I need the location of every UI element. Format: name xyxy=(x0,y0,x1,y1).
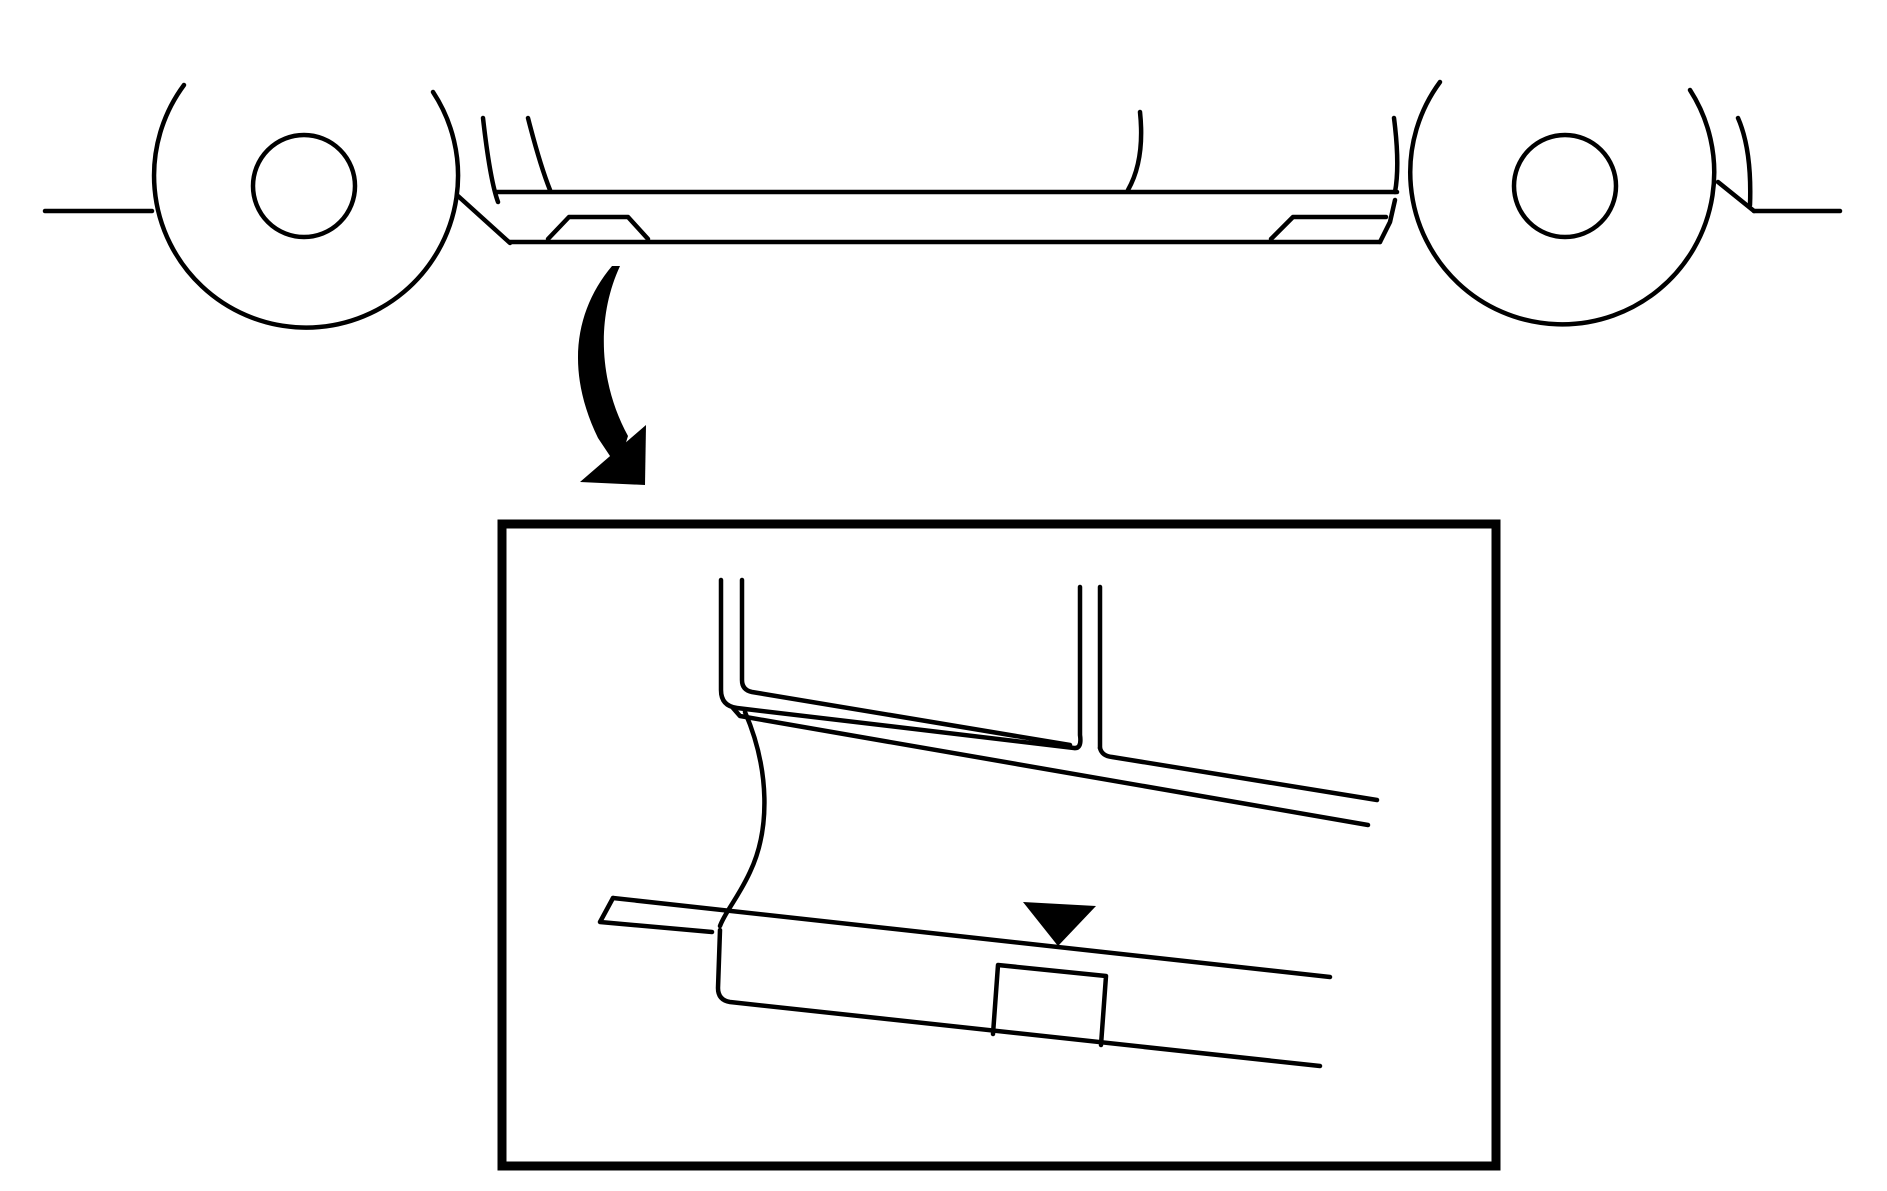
front-tire xyxy=(151,82,461,330)
jack-pad-front xyxy=(545,214,651,242)
rear-quarter-panel xyxy=(1735,115,1753,208)
jack-pad-rear xyxy=(1268,214,1389,242)
detail-sill-outer xyxy=(730,705,1371,828)
detail-door-inner xyxy=(739,577,1073,748)
rear-wheel xyxy=(1408,79,1717,327)
rear-fender-edge xyxy=(1391,115,1400,195)
curved-arrow xyxy=(577,266,646,485)
detail-rocker-body xyxy=(715,927,1323,1069)
rear-wheel-arch-lower xyxy=(1715,179,1757,214)
front-wheel xyxy=(151,82,461,330)
front-fender-edge xyxy=(480,115,501,205)
detail-door-outer xyxy=(718,577,1083,751)
rocker-panel-detail xyxy=(497,519,1501,1171)
front-wheel-arch-lower xyxy=(455,193,513,246)
detail-molding-end xyxy=(597,895,715,935)
rocker-end-rear xyxy=(1377,197,1398,245)
detail-molding-top xyxy=(610,895,1333,980)
rear-tire xyxy=(1408,79,1717,327)
rear-door-edge xyxy=(1125,109,1144,193)
rear-hub xyxy=(1511,132,1619,240)
detail-frame xyxy=(497,519,1501,1171)
front-hub xyxy=(250,132,358,240)
curved-arrow-head xyxy=(580,425,646,485)
front-door-edge xyxy=(525,115,553,193)
detail-panel-curve xyxy=(717,709,767,929)
curved-arrow-shaft xyxy=(577,266,628,468)
triangle-pointer-icon xyxy=(1023,902,1096,946)
detail-door-lower-right xyxy=(1097,745,1380,803)
detail-jack-point xyxy=(990,962,1109,1048)
vehicle-side-view xyxy=(42,79,1843,330)
